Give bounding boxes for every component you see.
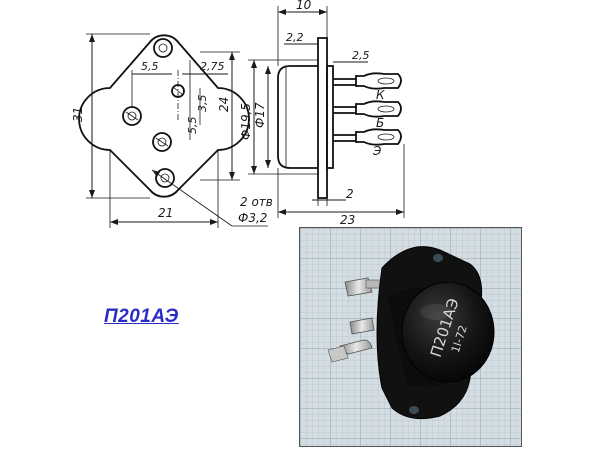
dim-flange-thickness: 2,2: [286, 31, 304, 44]
side-view: К Б Э 10 2,2 2,5 Ф19,5 Ф17 2: [239, 0, 405, 227]
lead-emitter: [333, 128, 402, 146]
lead-base: [333, 100, 402, 118]
dim-base-thickness: 2: [346, 187, 354, 201]
pin-center: [152, 132, 172, 152]
lead-collector: [333, 72, 402, 90]
mounting-hole-top: [153, 38, 173, 58]
dim-flange-height: 24: [217, 97, 231, 112]
photo-leads: [327, 277, 389, 363]
pin-label-collector: К: [376, 88, 385, 102]
dim-pin-spacing-b: 5,5: [186, 117, 199, 135]
front-view: 31 24 21 5,5 2,75 5,5 3,5 2 отв Ф3,2: [71, 33, 273, 228]
transistor-photo: П201АЭ 1I-72: [299, 227, 522, 447]
pin-label-emitter: Э: [372, 144, 382, 158]
side-flange: [317, 37, 328, 199]
dim-total-depth: 10: [296, 0, 312, 12]
dim-pin-spacing-c: 3,5: [196, 95, 209, 113]
dim-pin-spacing-a: 2,75: [200, 60, 225, 73]
dim-overall-height: 31: [71, 107, 85, 122]
dim-body-diameter-outer: Ф19,5: [239, 103, 253, 140]
hole-diameter-note: Ф3,2: [238, 211, 267, 225]
side-body: [277, 65, 318, 169]
pin-label-base: Б: [376, 116, 384, 130]
dim-lead-width: 2,5: [352, 49, 370, 62]
flange-outline: [78, 34, 250, 198]
mounting-hole-bottom: [155, 168, 175, 188]
dim-flange-width: 21: [158, 206, 173, 220]
hole-count-note: 2 отв: [240, 195, 273, 209]
photo-cap-top: [401, 281, 495, 383]
dim-hole-offset: 5,5: [141, 60, 159, 73]
dim-total-length: 23: [340, 213, 355, 227]
part-number-label: П201АЭ: [104, 306, 179, 327]
dim-body-diameter-inner: Ф17: [253, 102, 267, 128]
